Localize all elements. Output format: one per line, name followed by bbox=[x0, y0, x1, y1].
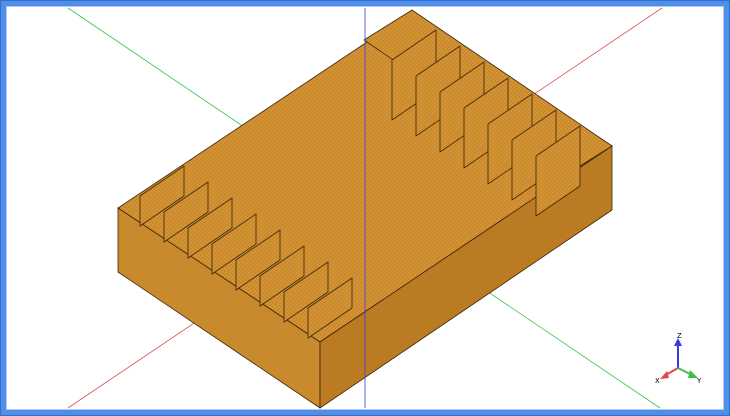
triad-z-arrow-icon bbox=[674, 338, 682, 346]
front-fin-5 bbox=[235, 229, 281, 291]
fins-group bbox=[139, 29, 581, 339]
front-fin-3 bbox=[187, 197, 233, 259]
triad-x-arrow-icon bbox=[660, 371, 669, 379]
front-fin-1 bbox=[139, 165, 185, 227]
back-fin-7 bbox=[535, 125, 581, 217]
triad-x-label: X bbox=[655, 377, 660, 385]
triad-y-arrow-icon bbox=[688, 370, 698, 378]
front-fin-6 bbox=[259, 245, 305, 307]
front-fin-4 bbox=[211, 213, 257, 275]
orientation-triad: Z Y X bbox=[655, 332, 702, 385]
front-fin-2 bbox=[163, 181, 209, 243]
triad-z-label: Z bbox=[677, 332, 682, 340]
front-fin-8 bbox=[307, 277, 353, 339]
triad-y-label: Y bbox=[696, 377, 702, 385]
front-fin-7 bbox=[283, 261, 329, 323]
